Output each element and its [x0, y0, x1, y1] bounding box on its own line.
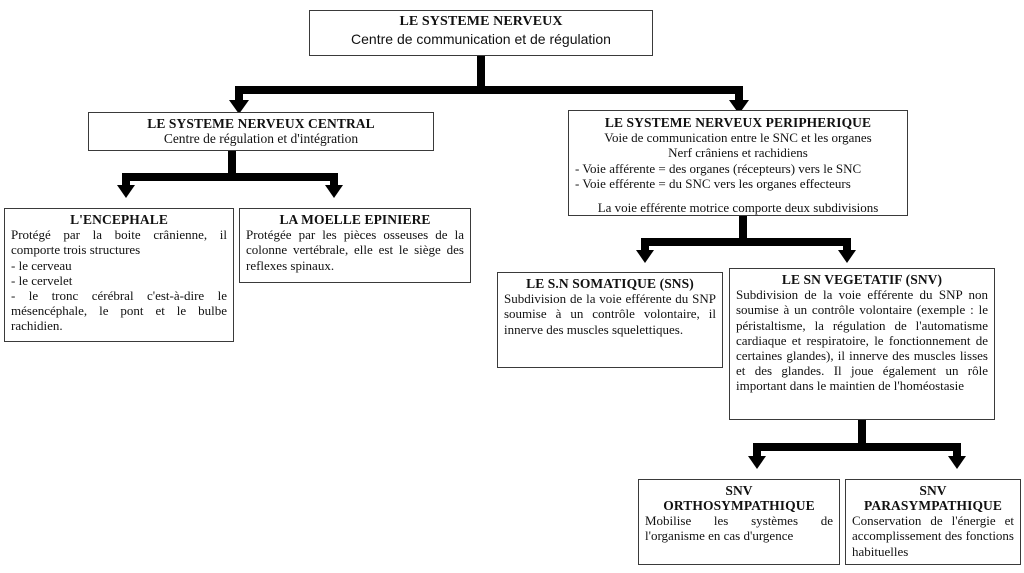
- node-systeme-nerveux-peripherique[interactable]: LE SYSTEME NERVEUX PERIPHERIQUE Voie de …: [568, 110, 908, 216]
- connector-root-bar: [235, 86, 743, 94]
- node-body: Conservation de l'énergie et accomplisse…: [852, 513, 1014, 559]
- node-title: LE S.N SOMATIQUE (SNS): [526, 276, 694, 291]
- connector-root-left-drop: [235, 86, 243, 104]
- node-line-2: Nerf crâniens et rachidiens: [668, 145, 808, 161]
- connector-snc-bar: [122, 173, 338, 181]
- node-body: Subdivision de la voie efférente du SNP …: [736, 287, 988, 394]
- node-body: Subdivision de la voie efférente du SNP …: [504, 291, 716, 337]
- node-line-3: - le cervelet: [11, 272, 73, 288]
- node-line-1: Protégé par la boite crânienne, il compo…: [11, 227, 227, 258]
- node-sn-somatique[interactable]: LE S.N SOMATIQUE (SNS) Subdivision de la…: [497, 272, 723, 368]
- node-encephale[interactable]: L'ENCEPHALE Protégé par la boite crânien…: [4, 208, 234, 342]
- connector-snp-left-drop: [641, 238, 649, 252]
- node-systeme-nerveux[interactable]: LE SYSTEME NERVEUX Centre de communicati…: [309, 10, 653, 56]
- connector-root-stem: [477, 56, 485, 86]
- arrowhead-to-moelle: [325, 185, 343, 198]
- connector-snc-right-drop: [330, 173, 338, 187]
- node-title: LA MOELLE EPINIERE: [279, 212, 431, 227]
- node-line-4: - Voie efférente = du SNC vers les organ…: [575, 175, 851, 191]
- arrowhead-to-encephale: [117, 185, 135, 198]
- node-title: L'ENCEPHALE: [70, 212, 168, 227]
- node-title-line-2: PARASYMPATHIQUE: [864, 498, 1002, 514]
- connector-snv-left-drop: [753, 443, 761, 458]
- node-line-1: Voie de communication entre le SNC et le…: [604, 130, 872, 146]
- node-subtitle: Centre de communication et de régulation: [351, 30, 611, 47]
- node-line-2: - le cerveau: [11, 257, 72, 273]
- node-title-line-1: SNV: [725, 483, 753, 498]
- node-snv-parasympathique[interactable]: SNV PARASYMPATHIQUE Conservation de l'én…: [845, 479, 1021, 565]
- node-title-line-2: ORTHOSYMPATHIQUE: [663, 498, 815, 514]
- node-body: Mobilise les systèmes de l'organisme en …: [645, 513, 833, 544]
- connector-snc-left-drop: [122, 173, 130, 187]
- node-title: LE SYSTEME NERVEUX CENTRAL: [147, 116, 375, 131]
- node-line-4: - le tronc cérébral c'est-à-dire le mése…: [11, 287, 227, 334]
- arrowhead-to-orthosympathique: [748, 456, 766, 469]
- connector-snp-right-drop: [843, 238, 851, 252]
- node-title-line-1: SNV: [919, 483, 947, 498]
- node-title: LE SN VEGETATIF (SNV): [781, 272, 943, 287]
- arrowhead-to-sns: [636, 250, 654, 263]
- node-title: LE SYSTEME NERVEUX PERIPHERIQUE: [604, 115, 872, 130]
- connector-snv-bar: [753, 443, 961, 451]
- connector-root-right-drop: [735, 86, 743, 104]
- node-line-3: - Voie afférente = des organes (récepteu…: [575, 160, 862, 176]
- node-subtitle: Centre de régulation et d'intégration: [163, 131, 359, 147]
- connector-snv-stem: [858, 420, 866, 443]
- node-moelle-epiniere[interactable]: LA MOELLE EPINIERE Protégée par les pièc…: [239, 208, 471, 283]
- node-spacer: [575, 191, 901, 200]
- node-body: Protégée par les pièces osseuses de la c…: [246, 227, 464, 273]
- node-sn-vegetatif[interactable]: LE SN VEGETATIF (SNV) Subdivision de la …: [729, 268, 995, 420]
- connector-snp-bar: [641, 238, 851, 246]
- arrowhead-to-snc: [229, 100, 249, 114]
- connector-snc-stem: [228, 151, 236, 173]
- node-title: LE SYSTEME NERVEUX: [399, 14, 563, 29]
- node-systeme-nerveux-central[interactable]: LE SYSTEME NERVEUX CENTRAL Centre de rég…: [88, 112, 434, 151]
- arrowhead-to-snv: [838, 250, 856, 263]
- arrowhead-to-parasympathique: [948, 456, 966, 469]
- connector-snp-stem: [739, 216, 747, 238]
- connector-snv-right-drop: [953, 443, 961, 458]
- node-snv-orthosympathique[interactable]: SNV ORTHOSYMPATHIQUE Mobilise les systèm…: [638, 479, 840, 565]
- node-line-5: La voie efférente motrice comporte deux …: [597, 199, 879, 215]
